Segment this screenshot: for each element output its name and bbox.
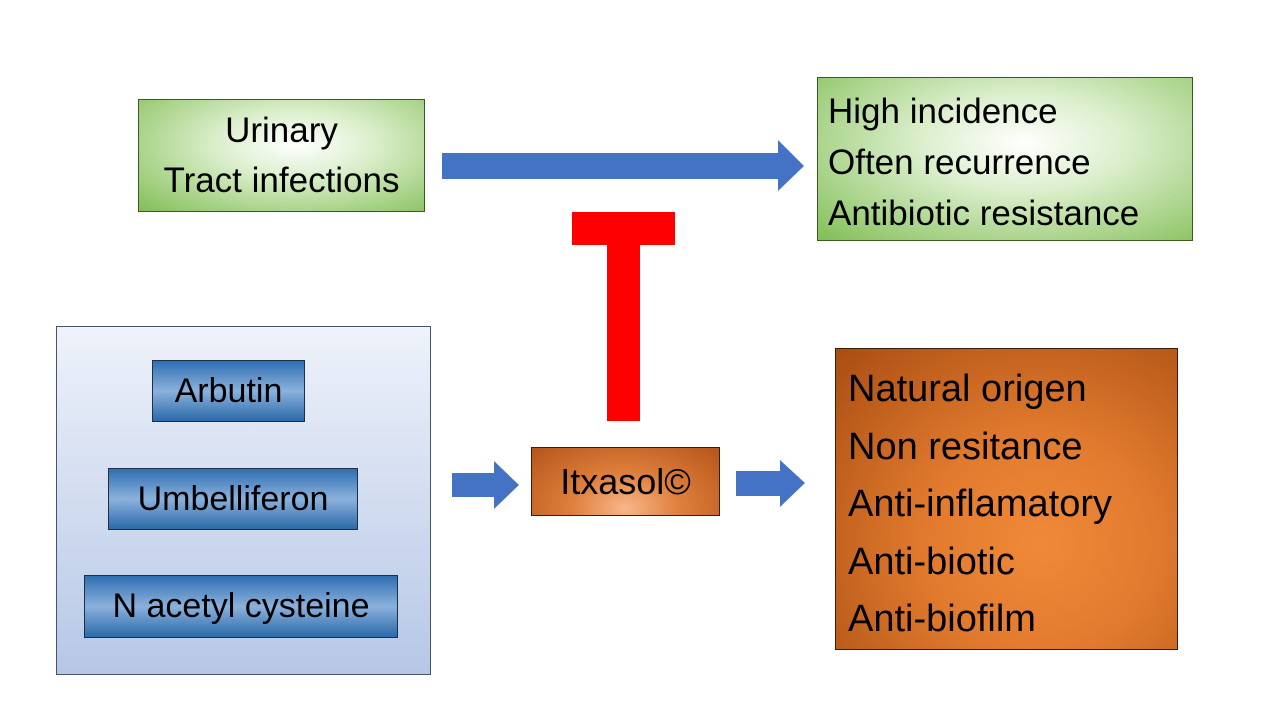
compounds-to-itxasol-arrow [452, 461, 519, 509]
benefit-item: Anti-biotic [848, 540, 1015, 583]
compound-umbelliferon: Umbelliferon [108, 468, 358, 530]
compound-arbutin: Arbutin [152, 360, 305, 422]
uti-to-consequences-arrow [442, 140, 804, 191]
itxasol-box: Itxasol© [531, 447, 720, 516]
itxasol-to-benefits-arrow [736, 460, 805, 507]
consequence-item: Often recurrence [828, 143, 1091, 182]
inhibition-symbol [572, 212, 675, 421]
benefit-item: Natural origen [848, 368, 1087, 410]
uti-line-2: Tract infections [163, 160, 400, 200]
consequence-item: High incidence [828, 92, 1058, 131]
consequences-box: High incidence Often recurrence Antibiot… [817, 77, 1193, 241]
benefit-item: Anti-biofilm [848, 598, 1036, 640]
uti-box: Urinary Tract infections [138, 99, 425, 212]
uti-line-1: Urinary [225, 110, 338, 150]
benefits-box: Natural origen Non resitance Anti-inflam… [835, 348, 1178, 650]
compound-n-acetyl-cysteine: N acetyl cysteine [84, 575, 398, 638]
benefit-item: Non resitance [848, 425, 1083, 468]
consequence-item: Antibiotic resistance [828, 194, 1140, 233]
benefit-item: Anti-inflamatory [848, 483, 1112, 525]
